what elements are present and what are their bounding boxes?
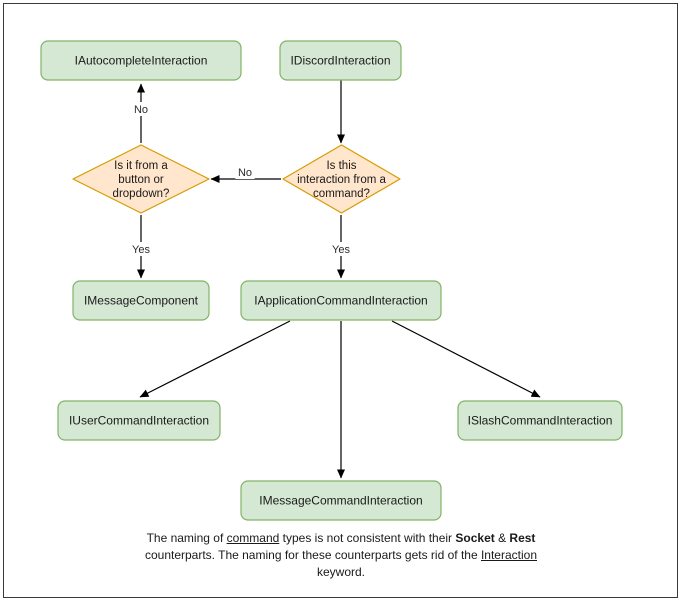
nodes-layer: IAutocompleteInteraction IDiscordInteract… [40, 40, 623, 521]
edge-buttondropdown-to-messagecomponent-label-bg [128, 242, 154, 256]
edge-fromcommand-to-applicationcommand-label: Yes [332, 244, 350, 256]
node-message_component[interactable]: IMessageComponent [72, 280, 210, 321]
node-user_command-shape [57, 400, 221, 441]
node-discord-label: IDiscordInteraction [290, 54, 390, 68]
node-message_component-shape [72, 280, 210, 321]
node-autocomplete-shape [40, 40, 242, 81]
caption-underline-interaction: Interaction [480, 548, 538, 562]
node-slash_command-label: ISlashCommandInteraction [468, 414, 613, 428]
node-slash_command-shape [457, 400, 623, 441]
node-message_component-label: IMessageComponent [84, 294, 199, 308]
node-button_or_dropdown[interactable]: Is it from a button or dropdown? [72, 144, 210, 214]
edge-buttondropdown-to-autocomplete-label: No [134, 104, 148, 116]
node-autocomplete[interactable]: IAutocompleteInteraction [40, 40, 242, 81]
caption-bold-rest: Rest [509, 531, 536, 545]
node-from_command-label-line-3: command? [313, 188, 370, 200]
edge-applicationcommand-to-slashcommand [391, 320, 541, 398]
node-from_command[interactable]: Is this interaction from a command? [282, 144, 401, 214]
node-message_command[interactable]: IMessageCommandInteraction [240, 480, 442, 521]
caption-bold-socket: Socket [455, 531, 495, 545]
node-button_or_dropdown-label-line-1: Is it from a [114, 160, 168, 172]
node-user_command[interactable]: IUserCommandInteraction [57, 400, 221, 441]
node-user_command-label: IUserCommandInteraction [69, 414, 209, 428]
node-application_command-label: IApplicationCommandInteraction [254, 294, 427, 308]
node-message_command-label: IMessageCommandInteraction [259, 494, 422, 508]
node-from_command-label-line-2: interaction from a [297, 174, 386, 186]
caption-underline-command: command [226, 531, 280, 545]
edge-buttondropdown-to-messagecomponent-label: Yes [132, 244, 150, 256]
edge-buttondropdown-to-autocomplete-label-bg [131, 102, 151, 116]
node-from_command-label-line-1: Is this [326, 160, 356, 172]
node-button_or_dropdown-shape [72, 144, 210, 214]
node-autocomplete-label: IAutocompleteInteraction [75, 54, 208, 68]
node-button_or_dropdown-label-line-2: button or [118, 174, 164, 186]
edge-fromcommand-to-buttondropdown-label: No [238, 167, 252, 179]
caption-line-3: counterparts gets rid of the Interaction… [316, 548, 538, 579]
node-application_command[interactable]: IApplicationCommandInteraction [240, 280, 442, 321]
node-discord[interactable]: IDiscordInteraction [279, 40, 402, 81]
caption-line-2: Socket & Rest counterparts. The naming f… [144, 531, 536, 562]
edge-applicationcommand-to-usercommand [139, 320, 291, 398]
node-discord-shape [279, 40, 402, 81]
node-message_command-shape [240, 480, 442, 521]
node-application_command-shape [240, 280, 442, 321]
edge-fromcommand-to-applicationcommand-label-bg [328, 242, 354, 256]
node-slash_command[interactable]: ISlashCommandInteraction [457, 400, 623, 441]
caption-line-1: The naming of command types is not consi… [146, 531, 453, 545]
node-button_or_dropdown-label-line-3: dropdown? [113, 188, 170, 200]
diagram-caption: The naming of command types is not consi… [120, 530, 562, 581]
edge-fromcommand-to-buttondropdown-label-bg [235, 165, 255, 179]
node-from_command-shape [282, 144, 401, 214]
